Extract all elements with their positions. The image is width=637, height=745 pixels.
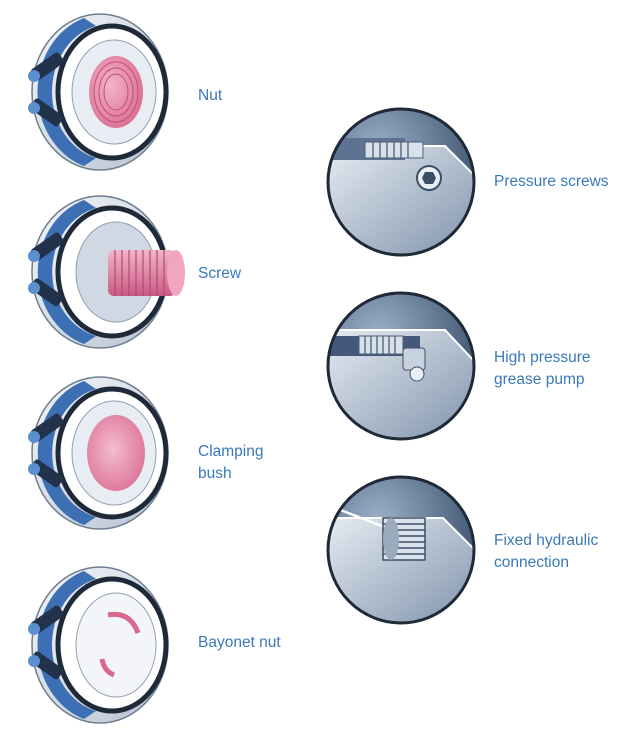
label-pressure-screws: Pressure screws xyxy=(494,173,609,190)
label-clamping-bush-line-2: bush xyxy=(198,465,232,482)
label-high-pressure-grease-pump: High pressure grease pump xyxy=(494,347,591,391)
label-hydraulic-line-1: Fixed hydraulic xyxy=(494,532,599,549)
label-clamping-bush-line-1: Clamping xyxy=(198,443,264,460)
label-screw: Screw xyxy=(198,265,242,282)
label-clamping-bush: Clamping bush xyxy=(198,441,263,485)
label-hydraulic-line-2: connection xyxy=(494,554,569,571)
detail-pressure-screws xyxy=(325,106,477,258)
label-grease-pump-line-2: grease pump xyxy=(494,371,585,388)
nut-illustration-screw xyxy=(20,192,190,352)
nut-illustration-nut xyxy=(20,8,170,173)
detail-high-pressure-grease-pump xyxy=(325,290,477,442)
nut-illustration-bayonet-nut xyxy=(20,563,170,728)
label-fixed-hydraulic-connection: Fixed hydraulic connection xyxy=(494,530,598,574)
detail-fixed-hydraulic-connection xyxy=(325,474,477,626)
label-grease-pump-line-1: High pressure xyxy=(494,349,591,366)
label-bayonet-nut: Bayonet nut xyxy=(198,634,281,651)
nut-illustration-clamping-bush xyxy=(20,373,170,533)
label-nut: Nut xyxy=(198,87,223,104)
